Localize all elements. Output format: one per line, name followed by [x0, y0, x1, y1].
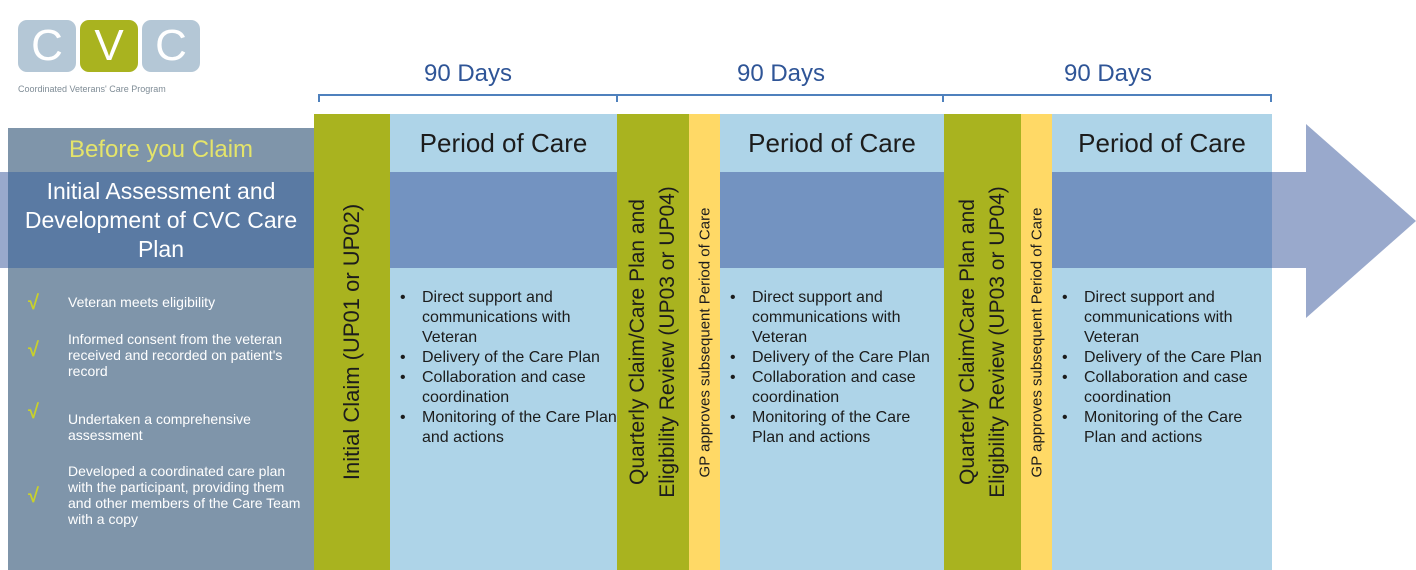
checklist-text: Developed a coordinated care plan with t…: [68, 463, 301, 527]
checklist-text: Informed consent from the veteran receiv…: [68, 331, 283, 379]
initial-claim-column: [314, 114, 390, 570]
checklist-text: Veteran meets eligibility: [68, 294, 216, 310]
quarterly-review-label-wrap: Quarterly Claim/Care Plan and Eligibilit…: [944, 114, 1021, 570]
quarterly-review-line: Eligibility Review (UP03 or UP04): [656, 186, 680, 498]
span-bracket: [318, 94, 618, 102]
quarterly-review-line: Eligibility Review (UP03 or UP04): [985, 186, 1009, 498]
check-icon: √: [28, 401, 39, 423]
checklist-item: √ Informed consent from the veteran rece…: [28, 331, 318, 379]
list-item: Delivery of the Care Plan: [722, 348, 944, 368]
list-item: Monitoring of the Care Plan and actions: [722, 408, 944, 448]
list-item: Collaboration and case coordination: [1054, 368, 1272, 408]
period-band-3: [1052, 172, 1272, 268]
checklist-item: √ Undertaken a comprehensive assessment: [28, 401, 318, 443]
before-claim-title: Before you Claim: [68, 136, 254, 163]
initial-claim-label-wrap: Initial Claim (UP01 or UP02): [314, 114, 390, 570]
span-label: 90 Days: [736, 60, 826, 87]
timeline-span-2: 90 Days: [618, 60, 944, 104]
quarterly-review-line: Quarterly Claim/Care Plan and: [955, 199, 979, 485]
list-item: Monitoring of the Care Plan and actions: [1054, 408, 1272, 448]
period-of-care-title: Period of Care: [1078, 127, 1246, 158]
check-icon: √: [28, 485, 39, 507]
quarterly-review-column-1: [617, 114, 689, 570]
list-item: Delivery of the Care Plan: [392, 348, 617, 368]
timeline-span-1: 90 Days: [318, 60, 618, 104]
span-label: 90 Days: [1063, 60, 1153, 87]
span-bracket: [618, 94, 944, 102]
logo-letter: C: [18, 20, 76, 72]
logo-letter: C: [142, 20, 200, 72]
period-of-care-title: Period of Care: [419, 127, 588, 158]
period-band-2: [720, 172, 944, 268]
quarterly-review-line: Quarterly Claim/Care Plan and: [626, 199, 650, 485]
checklist-text: Undertaken a comprehensive assessment: [68, 411, 251, 443]
check-icon: √: [28, 292, 39, 314]
period-of-care-list: Direct support and communications with V…: [722, 288, 944, 448]
quarterly-review-label: Quarterly Claim/Care Plan and Eligibilit…: [953, 186, 1013, 498]
checklist-item: √ Developed a coordinated care plan with…: [28, 463, 318, 527]
initial-assessment-heading: Initial Assessment and Development of CV…: [8, 172, 314, 268]
check-icon: √: [28, 339, 39, 361]
quarterly-review-label-wrap: Quarterly Claim/Care Plan and Eligibilit…: [617, 114, 689, 570]
list-item: Delivery of the Care Plan: [1054, 348, 1272, 368]
timeline-arrow-head: [1306, 124, 1416, 318]
period-band-1: [390, 172, 617, 268]
timeline-span-3: 90 Days: [944, 60, 1272, 104]
period-of-care-list: Direct support and communications with V…: [392, 288, 617, 448]
gp-approval-label-wrap: GP approves subsequent Period of Care: [689, 114, 720, 570]
logo-tagline: Coordinated Veterans' Care Program: [18, 84, 166, 94]
span-label: 90 Days: [423, 60, 513, 87]
period-of-care-list: Direct support and communications with V…: [1054, 288, 1272, 448]
cvc-logo: C V C Coordinated Veterans' Care Program: [18, 20, 208, 96]
gp-approval-label-wrap: GP approves subsequent Period of Care: [1021, 114, 1052, 570]
quarterly-review-label: Quarterly Claim/Care Plan and Eligibilit…: [623, 186, 683, 498]
span-bracket: [944, 94, 1272, 102]
list-item: Direct support and communications with V…: [722, 288, 944, 348]
checklist-item: √ Veteran meets eligibility: [28, 292, 318, 314]
quarterly-review-column-2: [944, 114, 1021, 570]
list-item: Collaboration and case coordination: [722, 368, 944, 408]
initial-claim-label: Initial Claim (UP01 or UP02): [339, 203, 364, 481]
list-item: Monitoring of the Care Plan and actions: [392, 408, 617, 448]
gp-approval-label: GP approves subsequent Period of Care: [1028, 207, 1046, 477]
logo-letter: V: [80, 20, 138, 72]
list-item: Collaboration and case coordination: [392, 368, 617, 408]
list-item: Direct support and communications with V…: [392, 288, 617, 348]
period-of-care-title: Period of Care: [748, 127, 916, 158]
gp-approval-column-2: [1021, 114, 1052, 570]
gp-approval-label: GP approves subsequent Period of Care: [696, 207, 714, 477]
list-item: Direct support and communications with V…: [1054, 288, 1272, 348]
gp-approval-column-1: [689, 114, 720, 570]
